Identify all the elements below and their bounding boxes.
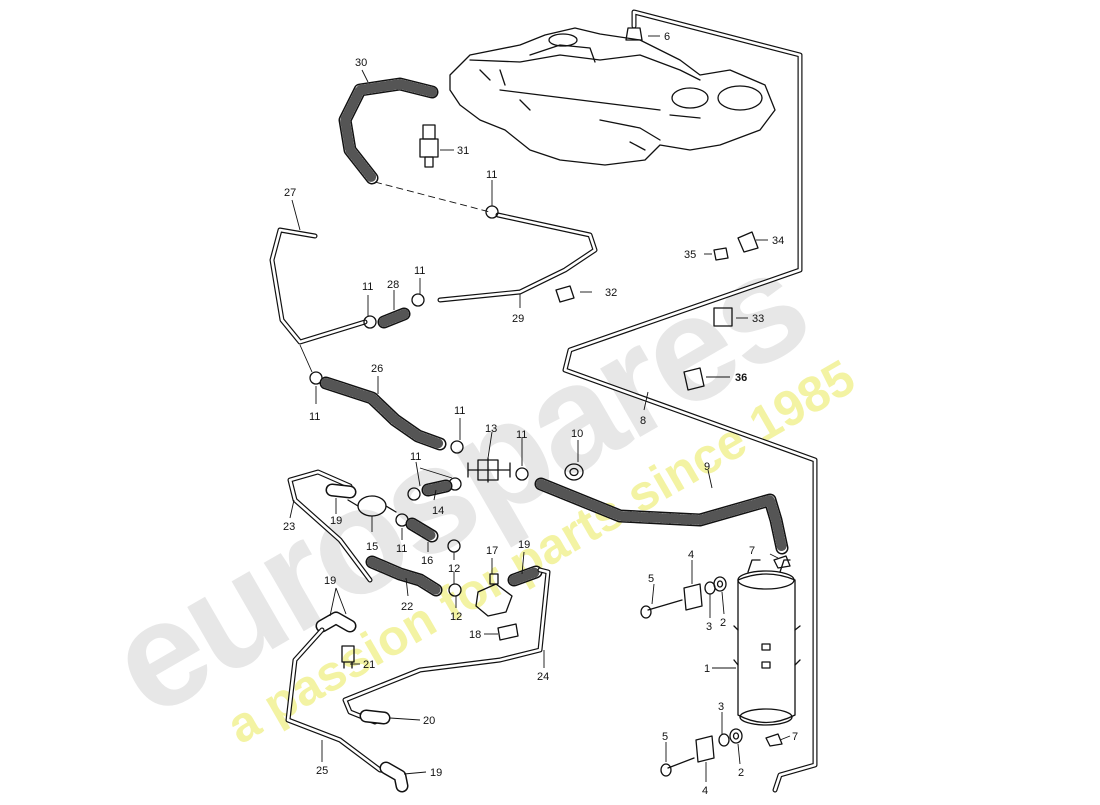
callout-11d: 11 (309, 411, 320, 423)
callout-34: 34 (772, 235, 784, 247)
hose-19a (325, 483, 357, 499)
vent-line-8 (562, 9, 818, 793)
callout-11b: 11 (362, 281, 373, 293)
callout-1: 1 (704, 663, 710, 675)
callout-18: 18 (469, 629, 481, 641)
callout-5b: 5 (662, 731, 668, 743)
bracket-4a (683, 583, 703, 611)
clip-36 (683, 367, 705, 391)
callout-30: 30 (355, 57, 367, 69)
dashed-connection (374, 181, 491, 213)
clip-33 (713, 307, 733, 327)
callout-4b: 4 (702, 785, 708, 797)
callout-25: 25 (316, 765, 328, 777)
callout-19d: 19 (430, 767, 442, 779)
callout-36: 36 (735, 372, 747, 384)
bolt-5b (660, 757, 695, 777)
hose-16 (405, 517, 439, 543)
hose-22 (365, 555, 443, 597)
hose-14 (421, 479, 453, 497)
callout-29: 29 (512, 313, 524, 325)
callout-26: 26 (371, 363, 383, 375)
fuel-tank (449, 27, 776, 166)
line-23 (287, 469, 373, 583)
callout-numbers: 30 6 31 27 11 34 35 11 28 11 32 29 33 26… (283, 31, 798, 797)
callout-9: 9 (704, 461, 710, 473)
line-24 (342, 567, 551, 725)
valve-17 (475, 573, 513, 617)
clip-34 (737, 231, 759, 253)
callout-6: 6 (664, 31, 670, 43)
callout-31: 31 (457, 145, 469, 157)
callout-3a: 3 (706, 621, 712, 633)
check-valve-31 (419, 124, 439, 168)
callout-19a: 19 (330, 515, 342, 527)
callout-23: 23 (283, 521, 295, 533)
callout-35: 35 (684, 249, 696, 261)
hose-19d (379, 761, 409, 793)
callout-11h: 11 (396, 543, 407, 555)
grommet-10 (564, 463, 584, 481)
line-27 (269, 227, 368, 373)
callout-11e: 11 (454, 405, 465, 417)
callout-10: 10 (571, 428, 583, 440)
y-piece-19c (315, 611, 357, 633)
callout-33: 33 (752, 313, 764, 325)
callout-22: 22 (401, 601, 413, 613)
hose-19b (507, 565, 543, 587)
callout-11f: 11 (516, 429, 527, 441)
callout-11a: 11 (486, 169, 497, 181)
clip-32 (555, 285, 575, 303)
callout-11c: 11 (414, 265, 425, 277)
callout-27: 27 (284, 187, 296, 199)
clip-7b (765, 733, 783, 747)
washer-2a (713, 576, 727, 592)
callout-15: 15 (366, 541, 378, 553)
callout-19b: 19 (518, 539, 530, 551)
bolt-5a (640, 599, 683, 619)
callout-12b: 12 (450, 611, 462, 623)
callout-13: 13 (485, 423, 497, 435)
callout-3b: 3 (718, 701, 724, 713)
vent-cap-6 (625, 27, 643, 41)
leader-lines (289, 35, 791, 782)
washer-2b (729, 728, 743, 744)
callout-5a: 5 (648, 573, 654, 585)
valve-21 (341, 645, 355, 669)
callout-19c: 19 (324, 575, 336, 587)
callout-11g: 11 (410, 451, 421, 463)
callout-20: 20 (423, 715, 435, 727)
washer-3b (718, 733, 730, 747)
clip-35 (713, 247, 729, 261)
callout-16: 16 (421, 555, 433, 567)
t-piece-13 (467, 457, 511, 483)
hose-20 (359, 709, 391, 725)
callout-2a: 2 (720, 617, 726, 629)
charcoal-canister-1 (733, 559, 801, 726)
callout-2b: 2 (738, 767, 744, 779)
callout-12a: 12 (448, 563, 460, 575)
callout-21: 21 (363, 659, 375, 671)
callout-7a: 7 (749, 545, 755, 557)
callout-14: 14 (432, 505, 444, 517)
callout-32: 32 (605, 287, 617, 299)
hose-28 (377, 307, 411, 329)
callout-7b: 7 (792, 731, 798, 743)
hose-26 (319, 376, 447, 451)
callout-17: 17 (486, 545, 498, 557)
bracket-4b (695, 735, 715, 763)
hose-9 (534, 477, 789, 555)
callout-4a: 4 (688, 549, 694, 561)
clip-7a (773, 555, 791, 569)
line-29 (437, 212, 598, 303)
callout-28: 28 (387, 279, 399, 291)
callout-24: 24 (537, 671, 549, 683)
callout-8: 8 (640, 415, 646, 427)
bracket-18 (497, 623, 519, 641)
hose-30 (338, 77, 439, 185)
